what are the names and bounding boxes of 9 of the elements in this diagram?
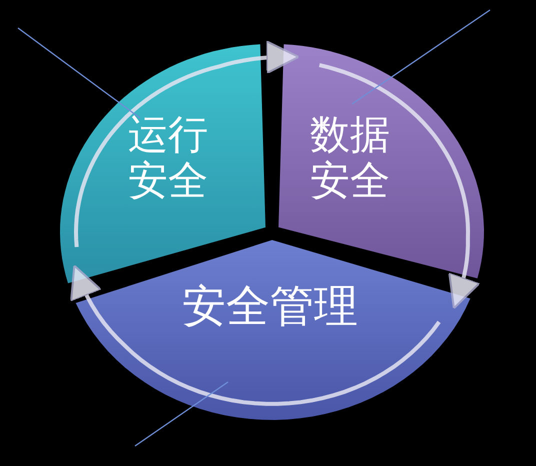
cycle-arrow bbox=[70, 264, 441, 406]
segment-label: 数据安全 bbox=[309, 112, 391, 204]
cycle-arrow bbox=[318, 63, 480, 310]
cycle-arrow bbox=[74, 40, 300, 248]
pie-segment bbox=[60, 44, 266, 284]
pie-segment bbox=[278, 44, 484, 279]
segment-label: 运行安全 bbox=[127, 112, 209, 204]
segment-label: 安全管理 bbox=[181, 282, 359, 333]
pie-segment bbox=[75, 239, 471, 420]
